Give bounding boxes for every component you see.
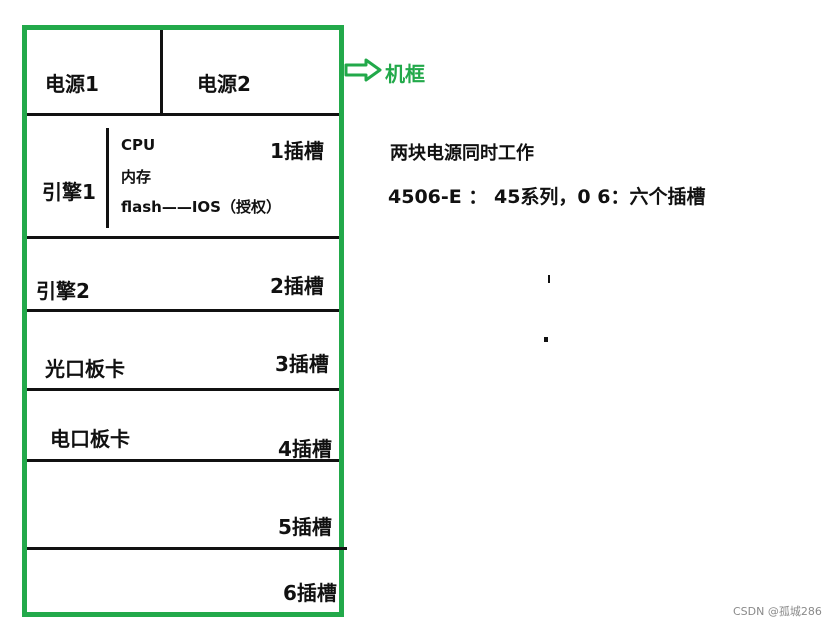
chassis-frame-top [22, 25, 344, 30]
slot-6-label: 6插槽 [283, 581, 337, 605]
divider-power [27, 113, 339, 116]
watermark: CSDN @孤城286 [733, 605, 822, 618]
slot-2-label: 2插槽 [270, 274, 324, 298]
chassis-frame-bottom [22, 612, 344, 617]
divider-slot4 [27, 459, 339, 462]
slot-4-label: 4插槽 [278, 437, 332, 461]
arrow-right-icon [344, 58, 382, 82]
slot-3-label: 3插槽 [275, 352, 329, 376]
divider-slot2 [27, 309, 339, 312]
divider-slot3 [27, 388, 339, 391]
note-model: 4506-E ： 45系列，0 6：六个插槽 [388, 186, 706, 208]
slot-2-content: 引擎2 [36, 279, 90, 303]
engine1-cpu: CPU [121, 136, 156, 154]
chassis-frame-left [22, 25, 27, 617]
note-power: 两块电源同时工作 [390, 143, 534, 164]
divider-slot5 [27, 547, 347, 550]
stray-mark-2 [544, 337, 548, 342]
power-1-label: 电源1 [45, 72, 99, 96]
power-2-label: 电源2 [197, 72, 251, 96]
slot-1-label: 1插槽 [270, 139, 324, 163]
engine1-memory: 内存 [121, 168, 152, 186]
engine1-label: 引擎1 [42, 180, 96, 204]
divider-slot1 [27, 236, 339, 239]
divider-power-split [160, 30, 163, 116]
engine1-flash: flash——IOS（授权） [121, 198, 281, 216]
slot-3-content: 光口板卡 [45, 357, 125, 381]
chassis-label: 机框 [385, 62, 425, 86]
stray-mark-1 [548, 275, 550, 283]
chassis-frame-right [339, 25, 344, 617]
slot-5-label: 5插槽 [278, 515, 332, 539]
divider-engine1 [106, 128, 109, 228]
slot-4-content: 电口板卡 [50, 427, 130, 451]
